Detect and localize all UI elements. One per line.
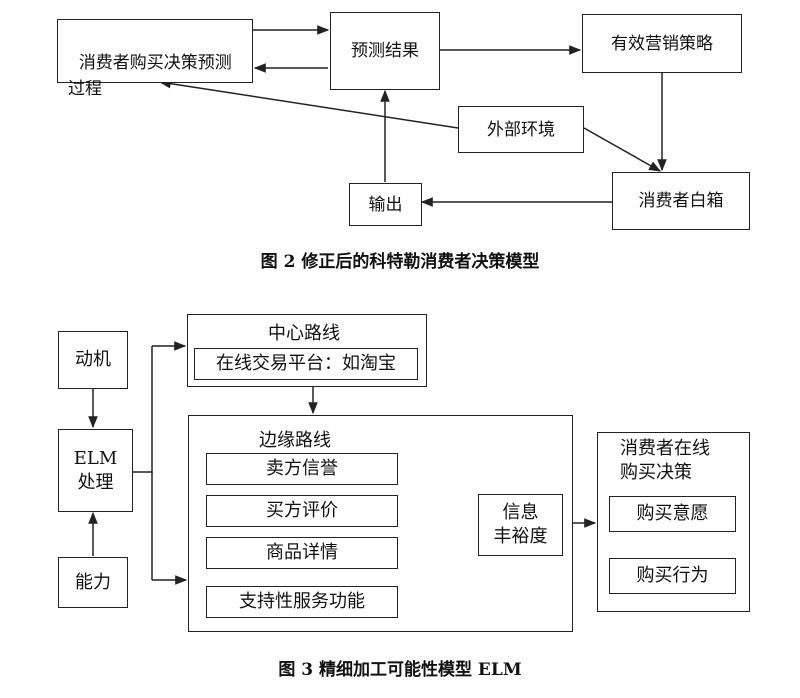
decision-item-purchase-behavior: 购买行为 <box>609 558 736 594</box>
arrow-environment-to-process <box>158 78 459 129</box>
consumer-decision-title: 消费者在线 购买决策 <box>620 438 710 483</box>
node-prediction-result-label: 预测结果 <box>351 41 419 61</box>
node-information-richness: 信息 丰裕度 <box>478 494 563 556</box>
node-external-environment-label: 外部环境 <box>487 119 555 140</box>
node-output: 输出 <box>349 183 422 226</box>
consumer-decision-box: 消费者在线 购买决策 购买意愿 购买行为 <box>597 432 750 612</box>
decision-item-purchase-behavior-label: 购买行为 <box>636 565 709 586</box>
figure-2-caption: 图 2 修正后的科特勒消费者决策模型 <box>260 252 540 272</box>
node-output-label: 输出 <box>368 194 403 215</box>
peripheral-route-box: 边缘路线 卖方信誉 买方评价 商品详情 支持性服务功能 信息 丰裕度 <box>188 415 573 632</box>
central-route-title: 中心路线 <box>268 323 340 344</box>
node-elm-processing: ELM 处理 <box>58 429 133 512</box>
node-prediction-process-label: 消费者购买决策预测过程 <box>68 53 232 99</box>
arrow-environment-to-whitebox <box>583 127 662 172</box>
decision-item-purchase-intention-label: 购买意愿 <box>636 503 709 524</box>
peripheral-item-product-details: 商品详情 <box>206 537 398 569</box>
branch-elm-to-routes <box>133 346 153 473</box>
decision-item-purchase-intention: 购买意愿 <box>609 496 736 532</box>
central-route-item: 在线交易平台：如淘宝 <box>194 348 418 380</box>
figure-3-caption: 图 3 精细加工可能性模型 ELM <box>278 660 522 680</box>
node-elm-processing-label: ELM 处理 <box>73 447 118 493</box>
node-prediction-process: 消费者购买决策预测过程 <box>57 19 253 99</box>
peripheral-item-buyer-review-label: 买方评价 <box>266 500 338 521</box>
peripheral-item-seller-reputation-label: 卖方信誉 <box>266 458 338 479</box>
peripheral-item-product-details-label: 商品详情 <box>266 542 338 563</box>
node-prediction-result: 预测结果 <box>330 12 440 90</box>
node-consumer-whitebox: 消费者白箱 <box>612 172 750 230</box>
node-external-environment: 外部环境 <box>458 106 584 153</box>
peripheral-item-buyer-review: 买方评价 <box>206 495 398 527</box>
node-marketing-strategy: 有效营销策略 <box>582 14 742 73</box>
node-motivation: 动机 <box>58 331 128 389</box>
node-consumer-whitebox-label: 消费者白箱 <box>638 191 724 211</box>
node-ability-label: 能力 <box>75 571 111 593</box>
node-motivation-label: 动机 <box>75 349 111 370</box>
node-ability: 能力 <box>58 557 128 608</box>
node-information-richness-label: 信息 丰裕度 <box>493 502 548 547</box>
peripheral-route-title: 边缘路线 <box>259 430 331 451</box>
peripheral-item-support-services: 支持性服务功能 <box>206 586 398 618</box>
central-route-item-label: 在线交易平台：如淘宝 <box>216 353 396 374</box>
central-route-box: 中心路线 在线交易平台：如淘宝 <box>187 314 427 387</box>
peripheral-item-seller-reputation: 卖方信誉 <box>206 453 398 485</box>
node-marketing-strategy-label: 有效营销策略 <box>611 33 713 54</box>
peripheral-item-support-services-label: 支持性服务功能 <box>239 591 365 612</box>
